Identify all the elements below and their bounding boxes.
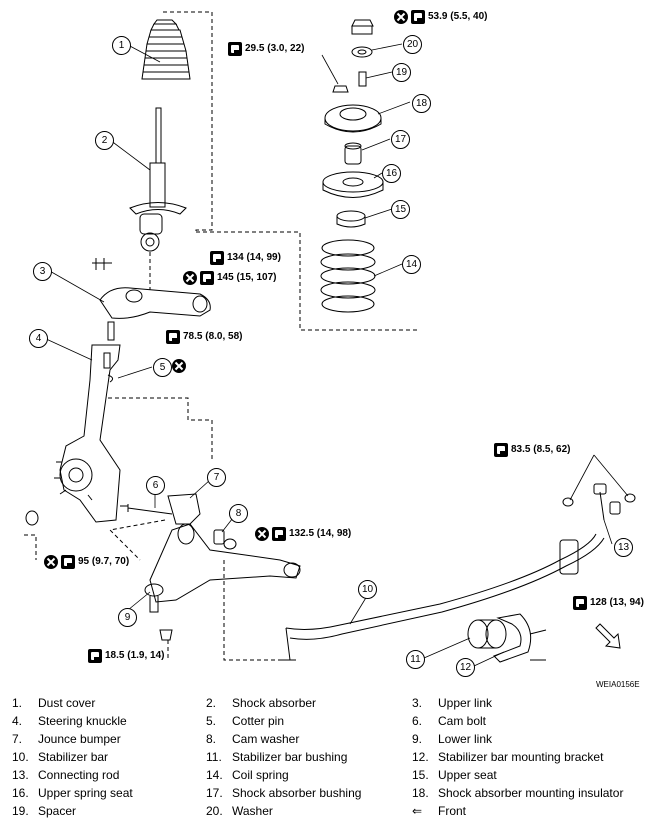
callout-3: 3 [33,262,52,281]
callout-17: 17 [391,130,410,149]
figure-code: WEIA0156E [596,680,640,689]
callout-5: 5 [153,358,172,377]
cam-bolt-part [120,504,173,515]
suspension-exploded-diagram [24,11,636,667]
no-reuse-icon [394,10,408,24]
dust-cover-part [141,19,191,80]
callout-4: 4 [29,329,48,348]
torque-spec-connecting-rod: 83.5 (8.5, 62) [494,443,570,457]
callout-14: 14 [402,255,421,274]
callout-19: 19 [392,63,411,82]
torque-spec-lower-ball-joint: 18.5 (1.9, 14) [88,649,164,663]
shock-absorber-part [129,107,187,252]
torque-wrench-icon [272,527,286,541]
callout-16: 16 [382,164,401,183]
torque-wrench-icon [210,251,224,265]
torque-spec-upper-link-nut: 145 (15, 107) [183,271,277,285]
stabilizer-bushing-part [467,619,507,649]
callout-20: 20 [403,35,422,54]
parts-legend: 1.Dust cover 2.Shock absorber 3.Upper li… [12,696,624,818]
torque-wrench-icon [228,42,242,56]
torque-wrench-icon [61,555,75,569]
mounting-bracket-part [493,613,547,663]
torque-spec-knuckle-nut: 95 (9.7, 70) [44,555,129,569]
callout-2: 2 [95,131,114,150]
callout-8: 8 [229,504,248,523]
stabilizer-bar-part [280,533,605,661]
steering-knuckle-part [25,344,121,526]
cotter-pin-no-reuse [172,359,186,373]
callout-12: 12 [456,658,475,677]
torque-wrench-icon [166,330,180,344]
torque-wrench-icon [494,443,508,457]
torque-wrench-icon [573,596,587,610]
upper-link-part [92,258,211,341]
callout-10: 10 [358,580,377,599]
front-arrow-icon [595,623,621,649]
torque-wrench-icon [88,649,102,663]
callout-11: 11 [406,650,425,669]
torque-wrench-icon [200,271,214,285]
no-reuse-icon [183,271,197,285]
torque-spec-shock-bolt: 134 (14, 99) [210,251,281,265]
torque-spec-cam-bolt: 132.5 (14, 98) [255,527,351,541]
cam-washer-part [213,529,237,550]
callout-leader-lines [43,43,629,667]
lower-link-part [144,523,301,641]
callout-13: 13 [614,538,633,557]
coil-spring-part [320,239,376,313]
torque-wrench-icon [411,10,425,24]
connecting-rod-part [562,483,636,521]
torque-spec-spacer-nut: 29.5 (3.0, 22) [228,42,304,56]
callout-15: 15 [391,200,410,219]
no-reuse-icon [255,527,269,541]
torque-spec-ball-joint: 78.5 (8.0, 58) [166,330,242,344]
callout-6: 6 [146,476,165,495]
callout-1: 1 [112,36,131,55]
jounce-bumper-part [167,493,201,525]
callout-7: 7 [207,468,226,487]
assembly-leader-lines [24,11,420,661]
torque-spec-top-nut: 53.9 (5.5, 40) [394,10,487,24]
upper-mount-stack [322,19,384,228]
callout-18: 18 [412,94,431,113]
no-reuse-icon [44,555,58,569]
no-reuse-icon [172,359,186,373]
torque-spec-bracket-bolt: 128 (13, 94) [573,596,644,610]
callout-9: 9 [118,608,137,627]
